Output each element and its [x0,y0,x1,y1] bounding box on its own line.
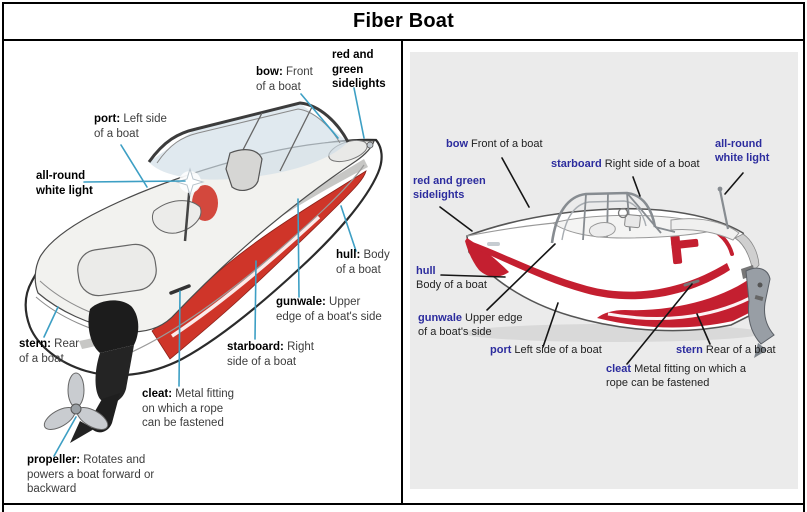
sunpad [670,218,740,241]
white-light-icon [717,186,723,192]
cleat-icon [169,284,191,295]
propeller-icon [43,372,109,430]
leader-sidelights [353,87,365,139]
title-row: Fiber Boat [4,4,803,41]
stern-red-band [597,275,758,328]
windshield-glass [149,103,348,180]
windshield-braces [582,192,676,241]
leader-gunwale [297,198,300,298]
content-row: bow: Front of a boat red and green sidel… [4,41,803,505]
term-bow: bow [446,138,468,150]
right-boat-illustration [463,186,775,358]
captain-chair [225,149,263,191]
leader-propeller [53,416,77,457]
left-diagram-panel: bow: Front of a boat red and green sidel… [4,41,401,503]
label-port: port: Left side of a boat [94,113,167,140]
label-white-light: all-round white light [36,169,94,198]
term-stern: stern: [19,338,51,350]
term-sidelights: red and green sidelights [413,175,486,202]
term-cleat: cleat [606,363,632,375]
term-bow: bow: [256,66,283,78]
term-starboard: starboard [551,158,602,170]
outboard-motor [70,300,139,443]
term-port: port: [94,113,121,125]
windshield-frame-inner [561,200,647,241]
right-boat-art [410,52,798,489]
light-mast [718,189,730,230]
term-gunwale: gunwale: [276,296,326,308]
term-port: port [490,344,512,356]
stripe-highlight [171,215,321,338]
outboard-motor [741,265,775,358]
term-sidelights: red and green sidelights [332,49,386,91]
term-stern: stern [676,344,703,356]
leader-hull [440,274,506,278]
term-propeller: propeller: [27,454,81,466]
term-hull: hull: [336,249,361,261]
term-white-light: all-round white light [715,138,770,165]
leader-cleat [626,283,693,365]
label-bow: bow: Front of a boat [256,66,313,93]
leader-stern [43,306,59,338]
windshield-frame [147,101,350,163]
leader-white-light [83,180,186,183]
white-light-icon [175,167,205,197]
label-propeller: propeller: Rotates and powers a boat for… [27,454,155,496]
seat [588,222,616,238]
console [624,213,641,229]
leader-stern [696,313,711,345]
leader-hull [340,205,357,252]
steering-wheel [617,207,629,219]
spray-rail-line [103,164,365,364]
cleat-icon [683,279,700,287]
term-white-light: all-round white light [36,170,93,197]
sidelight-icon [366,141,374,149]
page-title: Fiber Boat [353,10,454,32]
engine-cover [77,243,157,297]
leader-port [120,144,148,188]
leader-gunwale [486,243,556,311]
label-starboard: starboard: Right side of a boat [227,341,314,368]
leader-white-light [724,172,744,195]
leader-cleat [178,290,181,387]
label-sidelights: red and green sidelights [332,48,388,92]
label-gunwale: gunwale: Upper edge of a boat's side [276,296,382,323]
bow-vent [487,242,500,246]
right-leader-lines [439,157,744,365]
leader-sidelights [439,206,473,232]
leader-starboard [254,260,257,340]
left-boat-art [24,87,383,457]
leader-bow [300,93,339,139]
next-row-sliver [4,505,803,510]
label-hull: hull: Body of a boat [336,249,390,276]
label-white-light: all-round white light [715,137,773,166]
term-cleat: cleat: [142,388,173,400]
term-gunwale: gunwale [418,312,463,324]
label-sidelights: red and green sidelights [413,174,493,203]
label-stern: stern: Rear of a boat [19,338,80,365]
left-leader-lines [43,87,365,457]
term-starboard: starboard: [227,341,284,353]
leader-port [542,302,559,348]
term-hull: hull [416,265,436,277]
band-white-swoosh [607,296,751,320]
leader-bow [501,157,530,208]
leader-starboard [632,176,641,197]
left-boat-illustration [24,101,383,443]
label-cleat: cleat: Metal fitting on which a rope can… [142,388,235,430]
